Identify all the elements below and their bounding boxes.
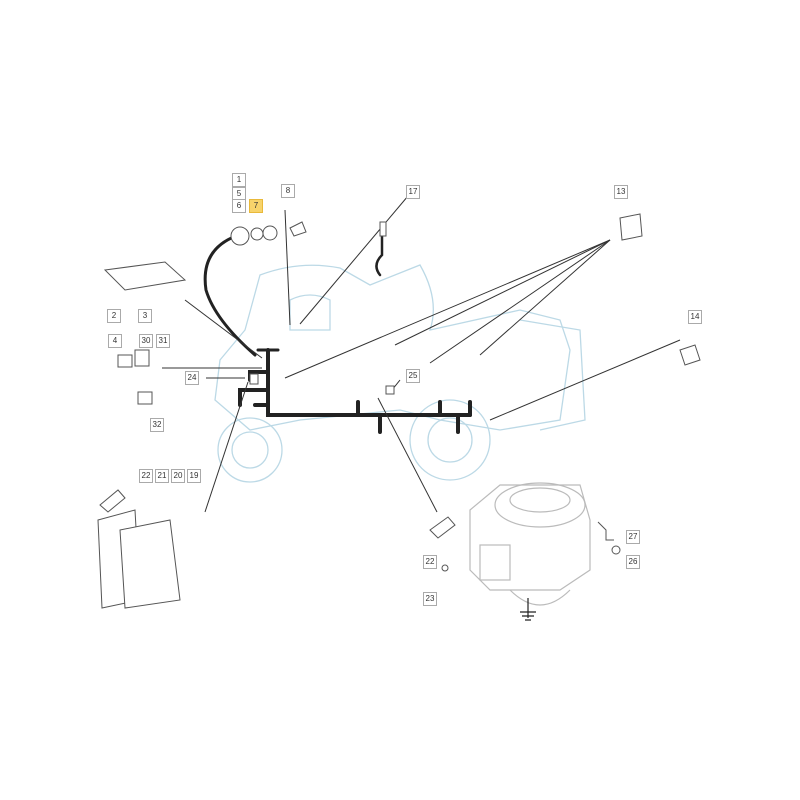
part-label-17[interactable]: 17 bbox=[406, 185, 420, 199]
part-label-19[interactable]: 19 bbox=[187, 469, 201, 483]
part-label-3[interactable]: 3 bbox=[138, 309, 152, 323]
part-label-2[interactable]: 2 bbox=[107, 309, 121, 323]
wiring-harness bbox=[203, 233, 472, 434]
parts bbox=[97, 213, 701, 609]
part-label-22b[interactable]: 22 bbox=[423, 555, 437, 569]
part-label-20[interactable]: 20 bbox=[171, 469, 185, 483]
part-label-27[interactable]: 27 bbox=[626, 530, 640, 544]
part-label-4[interactable]: 4 bbox=[108, 334, 122, 348]
part-label-25[interactable]: 25 bbox=[406, 369, 420, 383]
part-label-32[interactable]: 32 bbox=[150, 418, 164, 432]
part-label-1[interactable]: 1 bbox=[232, 173, 246, 187]
pointer-arrows bbox=[162, 195, 681, 513]
part-label-21[interactable]: 21 bbox=[155, 469, 169, 483]
part-label-6[interactable]: 6 bbox=[232, 199, 246, 213]
part-label-22[interactable]: 22 bbox=[139, 469, 153, 483]
part-label-23[interactable]: 23 bbox=[423, 592, 437, 606]
part-label-31[interactable]: 31 bbox=[156, 334, 170, 348]
part-label-30[interactable]: 30 bbox=[139, 334, 153, 348]
engine-outline bbox=[469, 482, 591, 621]
part-label-24[interactable]: 24 bbox=[185, 371, 199, 385]
part-label-26[interactable]: 26 bbox=[626, 555, 640, 569]
part-label-7-highlighted[interactable]: 7 bbox=[249, 199, 263, 213]
part-label-8[interactable]: 8 bbox=[281, 184, 295, 198]
tractor-outline bbox=[214, 264, 586, 483]
part-label-13[interactable]: 13 bbox=[614, 185, 628, 199]
part-label-14[interactable]: 14 bbox=[688, 310, 702, 324]
